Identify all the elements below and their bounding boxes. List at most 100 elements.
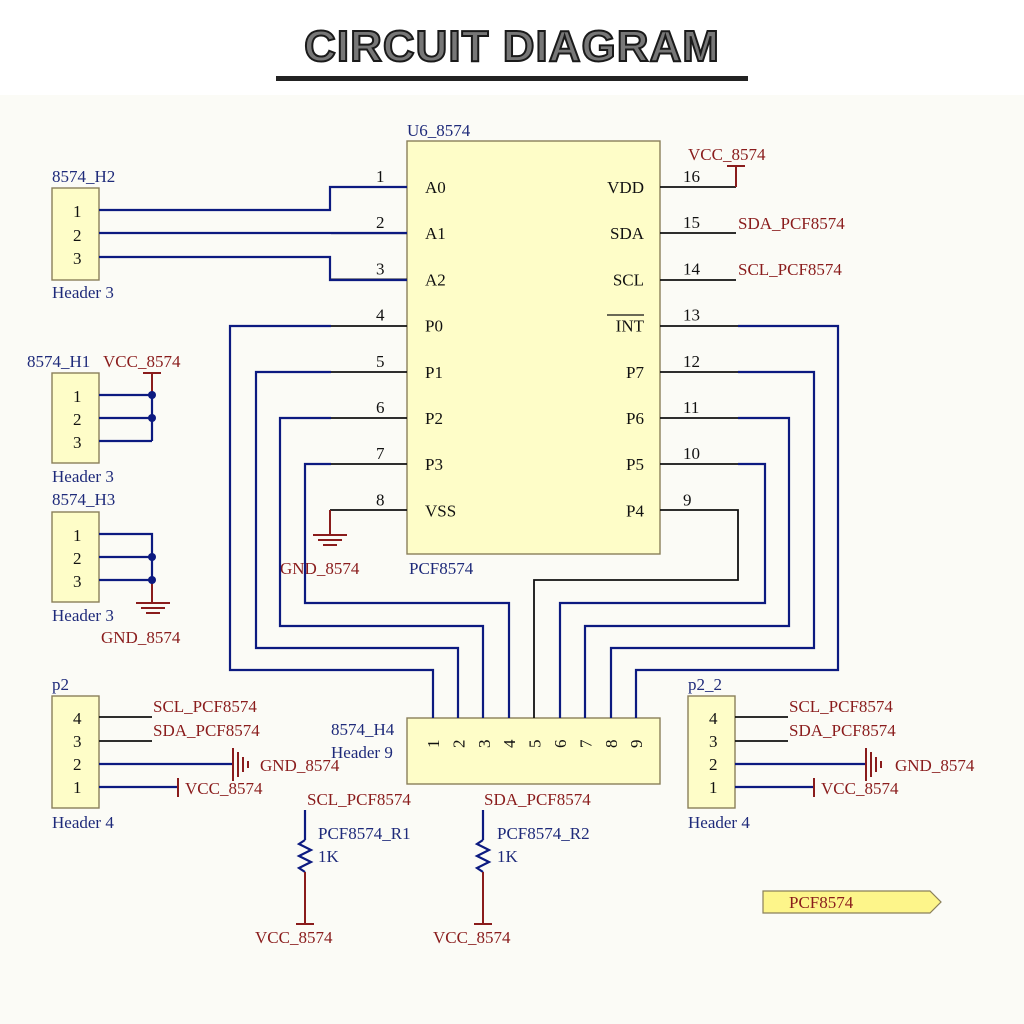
header-h4-pin-2: 2	[449, 740, 468, 749]
ic-pin-number-11: 11	[683, 398, 699, 417]
wire-h1-bus	[99, 393, 154, 443]
ic-pin-number-3: 3	[376, 259, 385, 278]
p2-signal-lines	[99, 716, 152, 742]
header-p2-2-designator: p2_2	[688, 675, 722, 694]
p2-2-signal-lines	[735, 716, 788, 742]
ic-pin-name-p7: P7	[626, 363, 644, 382]
r1-zigzag	[296, 839, 314, 873]
header-h4-type: Header 9	[331, 743, 393, 762]
ic-body	[406, 140, 661, 555]
ic-pin-name-p1: P1	[425, 363, 443, 382]
header-p2-2-pin-2: 2	[709, 755, 718, 774]
ic-pin-name-scl: SCL	[613, 270, 644, 289]
ic-pin-number-16: 16	[683, 167, 700, 186]
net-label-r2-vcc: VCC_8574	[433, 928, 511, 947]
header-h1-pin-3: 3	[73, 433, 82, 452]
header-h2-body	[51, 187, 100, 281]
port-shape	[762, 890, 942, 914]
header-h1-pin-2: 2	[73, 410, 82, 429]
ic-pin-name-p0: P0	[425, 317, 443, 336]
header-h3-pin-3: 3	[73, 572, 82, 591]
header-h2-type: Header 3	[52, 283, 114, 302]
junction-h1-2	[148, 414, 156, 422]
header-p2-2-pin-1: 1	[709, 778, 718, 797]
port-wires	[228, 324, 840, 718]
ic-pin-name-p3: P3	[425, 455, 443, 474]
header-p2-designator: p2	[52, 675, 69, 694]
ic-pin-name-p2: P2	[425, 409, 443, 428]
gnd-symbol-p2	[232, 748, 249, 781]
header-h3-pin-2: 2	[73, 549, 82, 568]
wire-p1	[254, 370, 460, 718]
ic-pin-name-a1: A1	[425, 224, 446, 243]
wire-int	[634, 324, 840, 718]
wire-p3	[303, 462, 511, 718]
ic-pin-name-vdd: VDD	[607, 178, 644, 197]
net-label-r1-vcc: VCC_8574	[255, 928, 333, 947]
header-p2-pin-2: 2	[73, 755, 82, 774]
ic-pin-number-15: 15	[683, 213, 700, 232]
header-h4-pin-8: 8	[602, 740, 621, 749]
ic-power: VCC_8574 GND_8574 SDA_PCF8574 SCL_PCF857…	[280, 145, 845, 578]
gnd-symbol-p2-2	[865, 748, 882, 781]
gnd-symbol-h3	[136, 580, 170, 614]
r2-designator: PCF8574_R2	[497, 824, 590, 843]
net-label-p2-2-gnd: GND_8574	[895, 756, 975, 775]
header-h4-pin-9: 9	[627, 740, 646, 749]
header-h4-pin-4: 4	[500, 739, 519, 748]
ic-pin-name-p4: P4	[626, 501, 644, 520]
net-label-p2-2-vcc: VCC_8574	[821, 779, 899, 798]
ic-pin-name-p5: P5	[626, 455, 644, 474]
header-h1-pin-1: 1	[73, 387, 82, 406]
net-label-p2-2-sda: SDA_PCF8574	[789, 721, 896, 740]
ic-pin-name-a2: A2	[425, 270, 446, 289]
header-p2-2-type: Header 4	[688, 813, 750, 832]
header-h1-designator: 8574_H1	[27, 352, 90, 371]
ic-pin-name-p6: P6	[626, 409, 644, 428]
header-h1-type: Header 3	[52, 467, 114, 486]
wire-h3-bus	[99, 532, 154, 582]
header-h4-pin-5: 5	[526, 740, 545, 749]
net-label-r1-scl: SCL_PCF8574	[307, 790, 411, 809]
ic-pin-number-1: 1	[376, 167, 385, 186]
ic-pin-number-8: 8	[376, 490, 385, 509]
header-h2-pin-3: 3	[73, 249, 82, 268]
resistor-r2: SDA_PCF8574 PCF8574_R2 1K VCC_8574	[433, 790, 591, 947]
header-p2-type: Header 4	[52, 813, 114, 832]
ic-pin-number-13: 13	[683, 306, 700, 325]
net-label-p2-sda: SDA_PCF8574	[153, 721, 260, 740]
r1-vcc-wire	[296, 872, 314, 925]
net-label-ic-sda: SDA_PCF8574	[738, 214, 845, 233]
r2-value: 1K	[497, 847, 519, 866]
wire-p5	[558, 462, 767, 718]
port-label: PCF8574	[789, 893, 854, 912]
ic-pin-number-10: 10	[683, 444, 700, 463]
ic-pin-number-5: 5	[376, 352, 385, 371]
vcc-symbol-ic	[727, 165, 745, 187]
ic-pin-number-14: 14	[683, 259, 701, 278]
ic-pin-number-7: 7	[376, 444, 385, 463]
net-label-r2-sda: SDA_PCF8574	[484, 790, 591, 809]
r2-zigzag	[474, 839, 492, 873]
header-h2-pin-2: 2	[73, 226, 82, 245]
header-h2-pin-1: 1	[73, 202, 82, 221]
header-p2-2-body	[687, 695, 736, 809]
r1-designator: PCF8574_R1	[318, 824, 411, 843]
net-label-h3-gnd: GND_8574	[101, 628, 181, 647]
ic-pin-number-4: 4	[376, 306, 385, 325]
page-title: CIRCUIT DIAGRAM	[303, 21, 720, 72]
header-h2-designator: 8574_H2	[52, 167, 115, 186]
ic-pin-name-vss: VSS	[425, 501, 456, 520]
net-label-p2-vcc: VCC_8574	[185, 779, 263, 798]
header-h4-pin-3: 3	[475, 740, 494, 749]
header-p2-pin-4: 4	[73, 709, 82, 728]
net-label-h1-vcc: VCC_8574	[103, 352, 181, 371]
header-p2-body	[51, 695, 100, 809]
header-h4-pin-6: 6	[551, 740, 570, 749]
wire-p0	[228, 324, 435, 718]
ic-pin-number-2: 2	[376, 213, 385, 232]
ic-designator: U6_8574	[407, 121, 471, 140]
header-h1: 8574_H1 VCC_8574 Header 3 1 2 3	[27, 352, 181, 486]
